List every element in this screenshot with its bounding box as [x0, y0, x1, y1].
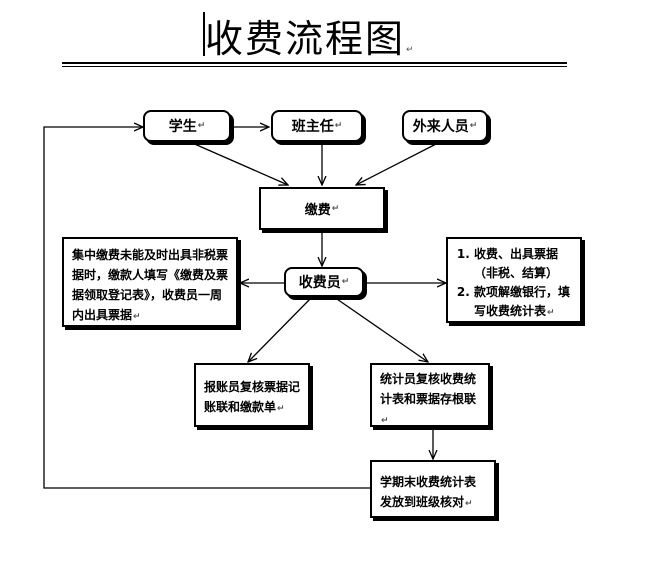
feedback-loop-to-student [43, 127, 370, 489]
node-right-note: 收费、出具票据（非税、结算） 款项解缴银行，填写收费统计表↵ [446, 237, 582, 323]
node-payment: 缴费↵ [259, 187, 385, 230]
arrow-student-to-payment [189, 141, 288, 185]
arrow-cashier-to-accountant [248, 296, 313, 362]
node-cashier: 收费员↵ [284, 267, 364, 297]
arrow-cashier-to-statistician [333, 296, 428, 362]
title-rule-thin [62, 66, 567, 67]
right-note-item: 款项解缴银行，填写收费统计表↵ [474, 283, 576, 323]
node-outsider: 外来人员↵ [402, 110, 488, 142]
title-rule-thick [62, 62, 567, 64]
title-cursor-bar [203, 12, 205, 56]
node-head-teacher: 班主任↵ [271, 110, 363, 142]
node-student: 学生↵ [143, 110, 231, 142]
node-statistician-review: 统计员复核收费统计表和票据存根联↵ [370, 363, 490, 427]
arrow-outsider-to-payment [356, 141, 441, 185]
node-accountant-review: 报账员复核票据记账联和缴款单↵ [194, 363, 310, 427]
page-title: 收费流程图↵ [205, 17, 416, 61]
right-note-item: 收费、出具票据（非税、结算） [474, 245, 576, 283]
right-note-list: 收费、出具票据（非税、结算） 款项解缴银行，填写收费统计表↵ [452, 245, 576, 323]
node-semester-end: 学期末收费统计表发放到班级核对↵ [370, 460, 496, 518]
node-left-note: 集中缴费未能及时出具非税票据时，缴款人填写《缴费及票据领取登记表》，收费员一周内… [62, 237, 238, 327]
